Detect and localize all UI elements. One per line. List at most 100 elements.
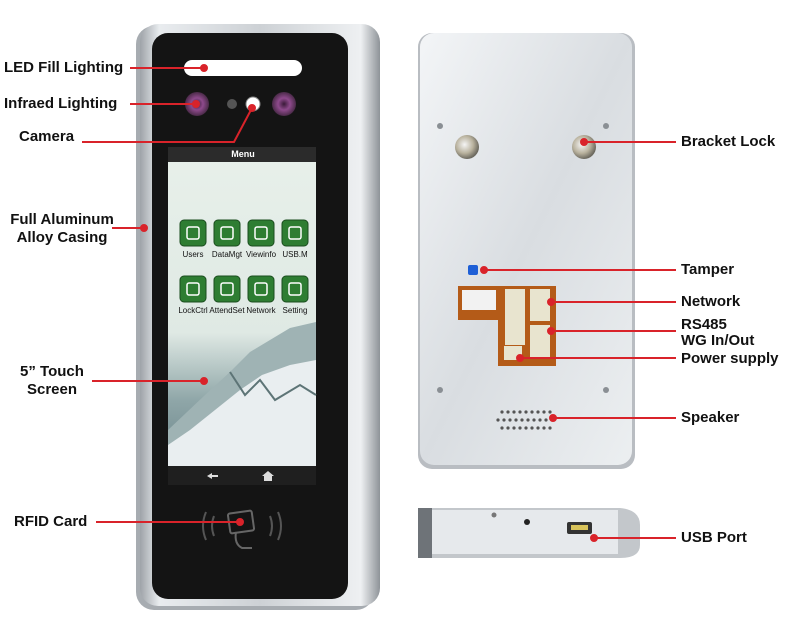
callout-dot xyxy=(516,354,524,362)
callout-dot xyxy=(547,298,555,306)
callout-line-camera xyxy=(82,107,253,143)
app-glyph xyxy=(254,282,268,296)
app-grid xyxy=(179,219,309,303)
app-glyph xyxy=(254,226,268,240)
callout-dot xyxy=(590,534,598,542)
speaker-hole xyxy=(500,426,504,430)
usb-manager-icon[interactable] xyxy=(281,219,309,247)
speaker-hole xyxy=(520,418,524,422)
speaker-hole xyxy=(518,426,522,430)
infrared-light-right xyxy=(272,92,296,116)
app-label: Network xyxy=(246,306,276,315)
speaker-hole xyxy=(506,410,510,414)
speaker-grille xyxy=(496,410,554,430)
label-tamper: Tamper xyxy=(681,261,735,278)
speaker-hole xyxy=(508,418,512,422)
app-glyph xyxy=(186,226,200,240)
back-panel xyxy=(420,33,632,465)
speaker-hole xyxy=(502,418,506,422)
connector-block xyxy=(530,325,550,357)
led-fill-light xyxy=(184,60,302,76)
speaker-hole xyxy=(548,410,552,414)
speaker-hole xyxy=(524,426,528,430)
rfid-card-icon xyxy=(226,509,256,535)
app-label: LockCtrl xyxy=(178,306,208,315)
app-glyph xyxy=(220,226,234,240)
rfid-wave-left-inner xyxy=(211,515,215,537)
back-icon[interactable] xyxy=(207,473,218,479)
screw-hole xyxy=(437,123,443,129)
label-touch-screen: 5” Touch Screen xyxy=(6,363,98,399)
view-info-icon[interactable] xyxy=(247,219,275,247)
app-glyph xyxy=(186,282,200,296)
screw-hole xyxy=(603,123,609,129)
speaker-hole xyxy=(500,410,504,414)
app-glyph xyxy=(288,282,302,296)
tamper-switch xyxy=(468,265,478,275)
screw-hole xyxy=(437,387,443,393)
speaker-hole xyxy=(544,418,548,422)
speaker-hole xyxy=(536,410,540,414)
label-casing: Full Aluminum Alloy Casing xyxy=(2,211,122,247)
speaker-hole xyxy=(530,426,534,430)
label-casing-line2: Alloy Casing xyxy=(16,229,108,246)
app-label: DataMgt xyxy=(211,250,243,259)
lock-control-icon[interactable] xyxy=(179,275,207,303)
app-label: Users xyxy=(182,250,204,259)
data-management-icon[interactable] xyxy=(213,219,241,247)
speaker-hole xyxy=(526,418,530,422)
connector-block xyxy=(505,289,525,345)
screw-hole xyxy=(603,387,609,393)
callout-dot xyxy=(580,138,588,146)
label-camera: Camera xyxy=(19,128,75,145)
app-label: Setting xyxy=(282,306,308,315)
app-glyph xyxy=(220,282,234,296)
network-icon[interactable] xyxy=(247,275,275,303)
speaker-hole xyxy=(496,418,500,422)
screen-title: Menu xyxy=(231,149,255,159)
label-touch-line1: 5” Touch xyxy=(20,363,84,380)
attendance-settings-icon[interactable] xyxy=(213,275,241,303)
screw-hole xyxy=(491,512,497,518)
speaker-hole xyxy=(532,418,536,422)
speaker-hole xyxy=(506,426,510,430)
home-icon[interactable] xyxy=(262,471,274,481)
rfid-wave-left-outer xyxy=(202,511,207,541)
app-label: USB.M xyxy=(282,250,308,259)
speaker-hole xyxy=(538,418,542,422)
snow-scenery xyxy=(168,360,316,470)
label-infrared-lighting: Infraed Lighting xyxy=(4,95,118,112)
speaker-hole xyxy=(548,426,552,430)
hand-icon xyxy=(234,531,252,549)
usb-contacts xyxy=(571,525,588,530)
ridge-line xyxy=(229,371,317,402)
gear-icon[interactable] xyxy=(281,275,309,303)
speaker-hole xyxy=(542,410,546,414)
speaker-hole xyxy=(530,410,534,414)
back-device xyxy=(418,33,635,469)
screen-header-bar xyxy=(168,147,316,162)
speaker-hole xyxy=(512,410,516,414)
rfid-wave-right-outer xyxy=(277,511,282,541)
callout-dot xyxy=(547,327,555,335)
label-rfid-card: RFID Card xyxy=(14,513,88,530)
label-power-supply: Power supply xyxy=(681,350,779,367)
app-glyph xyxy=(288,226,302,240)
front-device xyxy=(136,24,380,610)
sensor-dot xyxy=(227,99,237,109)
bottom-edge xyxy=(418,508,432,558)
users-icon[interactable] xyxy=(179,219,207,247)
label-rs485: RS485 xyxy=(681,316,727,333)
callout-dot xyxy=(248,104,256,112)
label-network: Network xyxy=(681,293,741,310)
connector-block xyxy=(530,289,550,321)
callout-dot xyxy=(200,64,208,72)
speaker-hole xyxy=(512,426,516,430)
label-bracket-lock: Bracket Lock xyxy=(681,133,776,150)
callout-dot xyxy=(480,266,488,274)
app-label: AttendSet xyxy=(209,306,245,315)
label-led-fill-lighting: LED Fill Lighting xyxy=(4,59,124,76)
label-casing-line1: Full Aluminum xyxy=(10,211,114,228)
board-label xyxy=(462,290,496,310)
label-speaker: Speaker xyxy=(681,409,740,426)
